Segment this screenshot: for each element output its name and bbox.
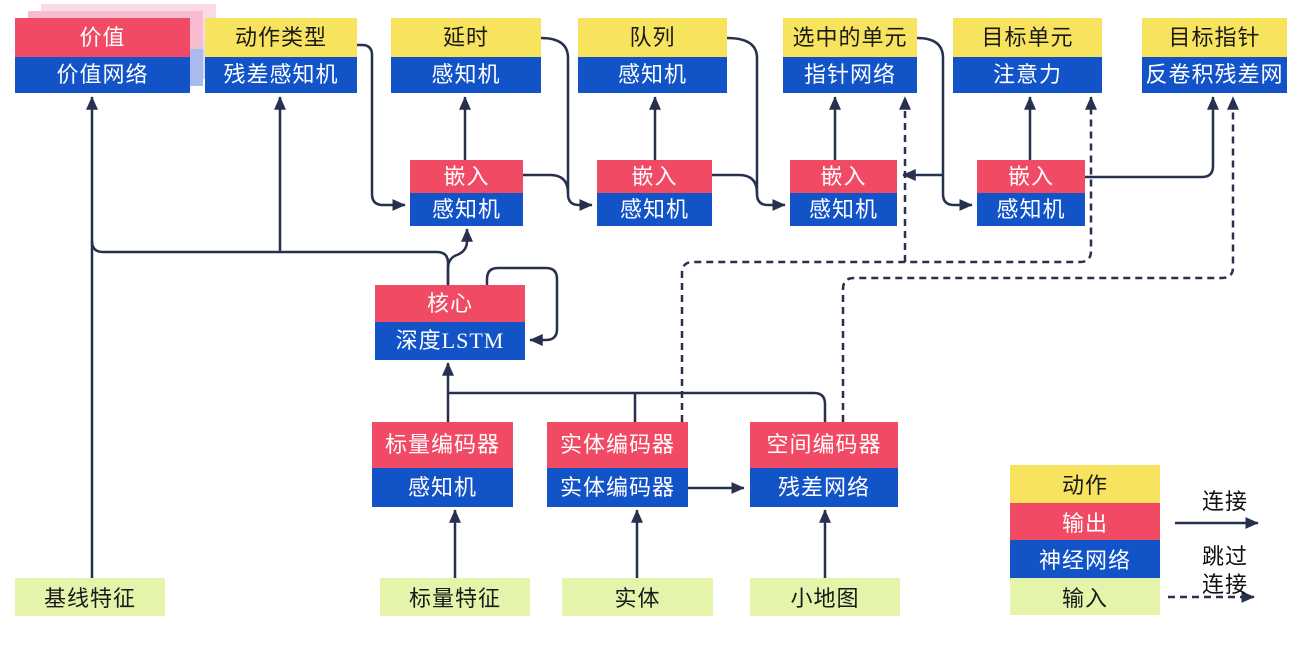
skip-spatial-to-target-pointer <box>841 96 1239 422</box>
embed-1-header: 嵌入 <box>410 160 523 193</box>
selected-units-header: 选中的单元 <box>783 18 917 57</box>
wire-action-type-to-embed1 <box>357 43 406 211</box>
entity-encoder-header: 实体编码器 <box>547 422 688 468</box>
action-type-header: 动作类型 <box>205 18 357 57</box>
action-type-body: 残差感知机 <box>205 57 357 93</box>
selected-units-body: 指针网络 <box>783 57 917 93</box>
legend-skip-label-line1: 跳过 <box>1201 544 1248 569</box>
embed-4-body: 感知机 <box>977 193 1085 226</box>
legend-connection-label: 连接 <box>1201 489 1248 514</box>
input-baseline-features: 基线特征 <box>15 578 165 616</box>
wire-queue-to-embed3 <box>726 36 786 211</box>
legend-color-key: 动作 输出 神经网络 输入 <box>1010 465 1160 615</box>
delay-body: 感知机 <box>391 57 541 93</box>
target-pointer-body: 反卷积残差网 <box>1142 57 1287 93</box>
scalar-encoder-header: 标量编码器 <box>372 422 513 468</box>
skip-entity-to-target-unit <box>680 96 1097 422</box>
input-entities: 实体 <box>562 578 713 616</box>
node-target-unit: 目标单元 注意力 <box>953 18 1102 93</box>
node-entity-encoder: 实体编码器 实体编码器 <box>547 422 688 507</box>
embed-1-body: 感知机 <box>410 193 523 226</box>
node-core: 核心 深度LSTM <box>375 285 525 360</box>
embed-4-header: 嵌入 <box>977 160 1085 193</box>
embed-3-body: 感知机 <box>790 193 897 226</box>
node-embed-2: 嵌入 感知机 <box>597 160 712 226</box>
entity-encoder-body: 实体编码器 <box>547 468 688 507</box>
delay-header: 延时 <box>391 18 541 57</box>
node-spatial-encoder: 空间编码器 残差网络 <box>750 422 898 507</box>
input-minimap: 小地图 <box>750 578 900 616</box>
node-target-pointer: 目标指针 反卷积残差网 <box>1142 18 1287 93</box>
core-body: 深度LSTM <box>375 322 525 360</box>
embed-2-header: 嵌入 <box>597 160 712 193</box>
wire-core-self-loop <box>485 266 559 346</box>
wire-delay-to-embed2 <box>540 36 593 211</box>
wire-core-to-embed1 <box>446 228 473 285</box>
node-embed-1: 嵌入 感知机 <box>410 160 523 226</box>
scalar-encoder-body: 感知机 <box>372 468 513 507</box>
node-value: 价值 价值网络 <box>15 18 190 93</box>
core-header: 核心 <box>375 285 525 322</box>
legend-item-action: 动作 <box>1010 465 1160 503</box>
wire-selected-units-to-embed4 <box>916 36 973 211</box>
node-embed-3: 嵌入 感知机 <box>790 160 897 226</box>
embed-3-header: 嵌入 <box>790 160 897 193</box>
legend-item-output: 输出 <box>1010 503 1160 540</box>
value-body: 价值网络 <box>15 57 190 93</box>
solid-connections <box>86 36 1259 578</box>
value-header: 价值 <box>15 18 190 57</box>
legend-skip-label-line2: 连接 <box>1201 572 1248 597</box>
target-unit-header: 目标单元 <box>953 18 1102 57</box>
node-action-type: 动作类型 残差感知机 <box>205 18 357 93</box>
queue-header: 队列 <box>578 18 727 57</box>
wire-embed1-join <box>523 173 570 194</box>
wire-embed4-to-target-pointer <box>1085 96 1219 179</box>
legend-item-network: 神经网络 <box>1010 540 1160 578</box>
node-embed-4: 嵌入 感知机 <box>977 160 1085 226</box>
queue-body: 感知机 <box>578 57 727 93</box>
wire-spatial-bus <box>448 391 827 422</box>
embed-2-body: 感知机 <box>597 193 712 226</box>
node-queue: 队列 感知机 <box>578 18 727 93</box>
legend-item-input: 输入 <box>1010 578 1160 615</box>
input-scalar-features: 标量特征 <box>380 578 530 616</box>
spatial-encoder-body: 残差网络 <box>750 468 898 507</box>
node-selected-units: 选中的单元 指针网络 <box>783 18 917 93</box>
skip-connections <box>680 96 1255 603</box>
node-delay: 延时 感知机 <box>391 18 541 93</box>
wire-core-left-bus <box>90 240 450 285</box>
target-unit-body: 注意力 <box>953 57 1102 93</box>
node-scalar-encoder: 标量编码器 感知机 <box>372 422 513 507</box>
spatial-encoder-header: 空间编码器 <box>750 422 898 468</box>
target-pointer-header: 目标指针 <box>1142 18 1287 57</box>
wire-embed2-join <box>712 173 759 194</box>
